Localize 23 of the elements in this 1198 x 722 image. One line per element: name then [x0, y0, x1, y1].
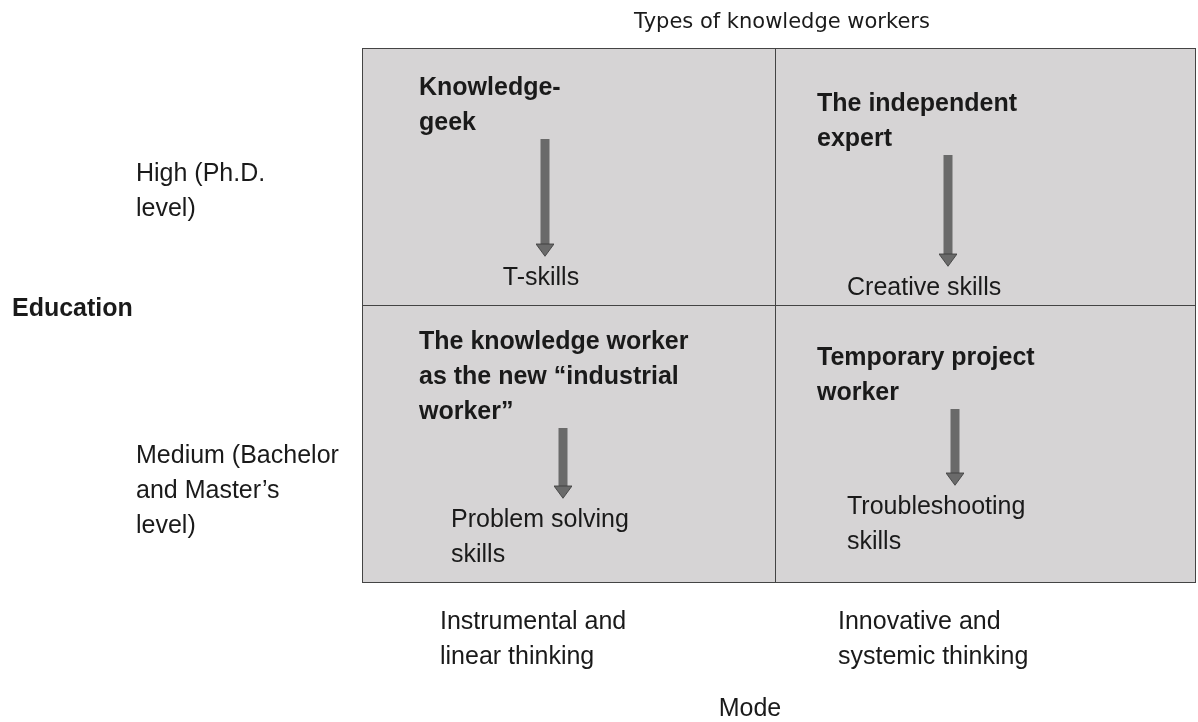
axis-level-label: High (Ph.D. level) — [136, 157, 267, 223]
quadrant-cell — [775, 305, 1196, 583]
chart-title: Types of knowledge workers — [633, 8, 931, 35]
skill-label: Troubleshooting skills — [847, 488, 1072, 560]
skill-label: Problem solving skills — [451, 501, 676, 573]
quadrant-cell — [775, 48, 1196, 307]
axis-title: Mode — [717, 692, 783, 722]
quadrant-cell — [362, 305, 776, 583]
worker-type-heading: The knowledge worker as the new “industrial worker” — [419, 323, 694, 428]
arrow — [535, 139, 555, 257]
skill-label: T-skills — [471, 259, 611, 295]
skill-label: Creative skills — [847, 269, 1097, 305]
arrow — [553, 428, 573, 499]
arrow — [938, 155, 958, 267]
worker-type-heading: Temporary project worker — [817, 339, 1047, 409]
worker-type-heading: Knowledge- geek — [419, 69, 604, 139]
arrow — [945, 409, 965, 486]
quadrant-cell — [362, 48, 776, 307]
axis-title: Education — [12, 292, 134, 323]
axis-level-label: Medium (Bachelor and Master’s level) — [136, 439, 340, 540]
axis-level-label: Instrumental and linear thinking — [440, 605, 628, 671]
axis-level-label: Innovative and systemic thinking — [838, 605, 1030, 671]
worker-type-heading: The independent expert — [817, 85, 1077, 155]
